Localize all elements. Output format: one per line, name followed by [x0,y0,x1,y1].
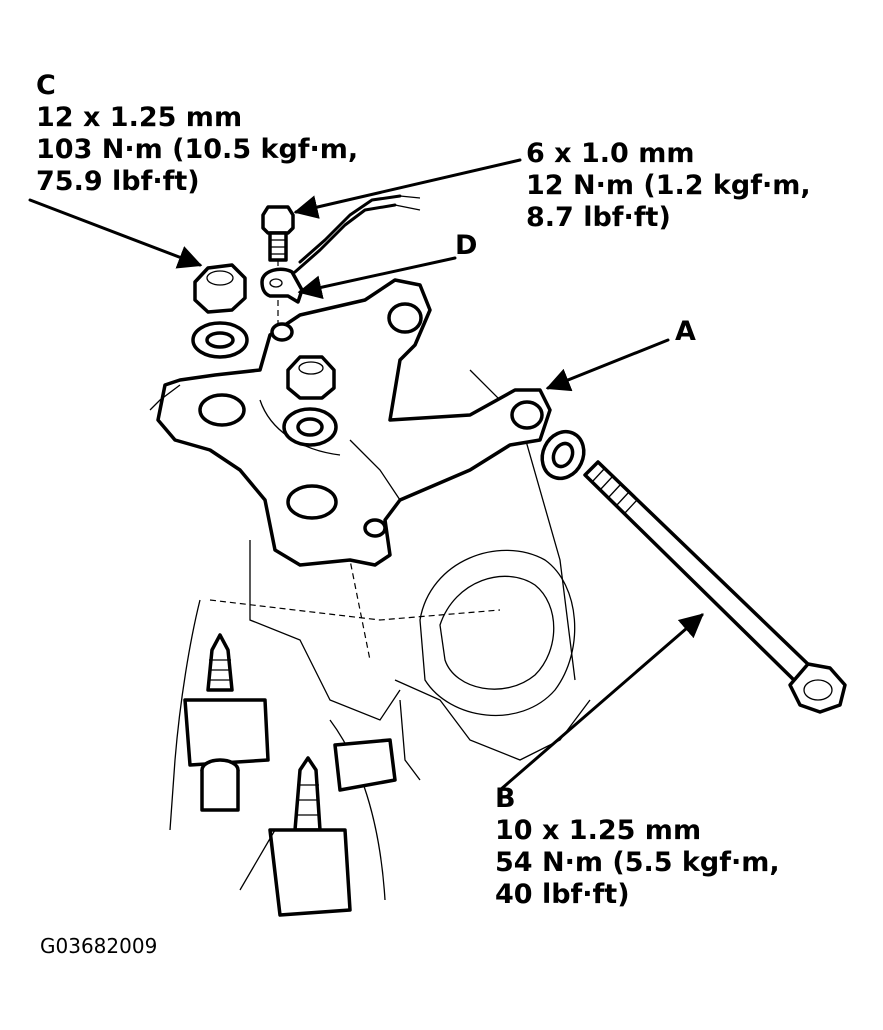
callout-small-bolt-torque1: 12 N·m (1.2 kgf·m, [526,170,811,201]
arm-bushing-end [510,400,544,430]
callout-small-bolt-torque2: 8.7 lbf·ft) [526,202,671,233]
callout-small-bolt: 6 x 1.0 mm 12 N·m (1.2 kgf·m, 8.7 lbf·ft… [526,138,811,234]
bracket-d [260,267,304,304]
leader-c [28,198,203,269]
callout-b-torque2: 40 lbf·ft) [495,879,630,910]
arm-hole-top [387,302,423,334]
leader-small-bolt [293,158,522,219]
callout-c: C 12 x 1.25 mm 103 N·m (10.5 kgf·m, 75.9… [36,70,358,198]
callout-b: B 10 x 1.25 mm 54 N·m (5.5 kgf·m, 40 lbf… [495,783,780,911]
flange-nut-c [193,263,247,314]
callout-d-letter: D [455,230,478,261]
callout-c-torque2: 75.9 lbf·ft) [36,166,200,197]
figure-id: G03682009 [40,934,158,958]
leader-d [297,256,457,300]
arm-hole-small [363,518,387,538]
brake-hose [293,203,397,274]
leader-a [545,338,670,392]
leader-b [498,613,704,792]
arm-hole-left [198,393,246,427]
callout-b-letter: B [495,783,516,814]
mounting-stud-right [239,738,397,917]
long-bolt-b [583,460,847,714]
callout-b-size: 10 x 1.25 mm [495,815,702,846]
nut-on-arm [286,355,336,400]
callout-b-torque1: 54 N·m (5.5 kgf·m, [495,847,780,878]
arm-hole-center [286,484,338,520]
callout-small-bolt-size: 6 x 1.0 mm [526,138,695,169]
callout-c-torque1: 103 N·m (10.5 kgf·m, [36,134,359,165]
lower-arm [156,278,552,567]
mounting-stud-left [183,633,270,812]
callout-c-letter: C [36,70,56,101]
arm-pin [270,322,294,342]
callout-a-letter: A [675,316,696,347]
callout-c-size: 12 x 1.25 mm [36,102,243,133]
small-bolt-head [261,205,295,235]
